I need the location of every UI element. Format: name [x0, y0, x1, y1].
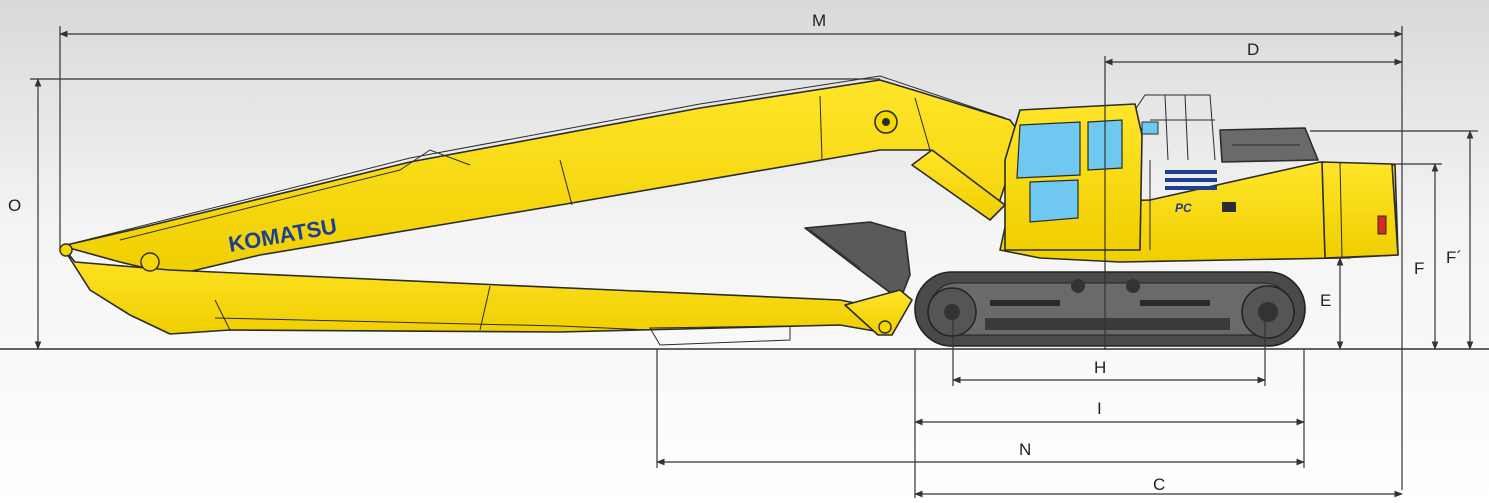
cab-window-front — [1016, 121, 1081, 179]
label-E: E — [1320, 291, 1331, 310]
label-N: N — [1019, 440, 1031, 459]
label-M: M — [812, 11, 826, 30]
label-I: I — [1097, 399, 1102, 418]
label-C: C — [1153, 475, 1165, 494]
label-H: H — [1094, 358, 1106, 377]
excavator-illustration: KOMATSU — [59, 75, 1399, 347]
bucket — [804, 221, 911, 301]
handrail — [1134, 94, 1216, 161]
dimension-labels: M D O F´ F E H I N C — [8, 11, 1462, 494]
arm-cylinder — [649, 325, 791, 346]
cab-badge: PC — [1175, 201, 1192, 215]
label-F-prime: F´ — [1446, 248, 1462, 267]
label-D: D — [1247, 40, 1259, 59]
dimension-lines — [30, 26, 1478, 498]
cab-window-lower — [1029, 179, 1079, 223]
label-O: O — [8, 196, 21, 215]
counterweight — [1321, 161, 1399, 259]
brand-stripes — [1165, 170, 1217, 190]
label-F: F — [1414, 259, 1424, 278]
tail-light — [1377, 215, 1387, 235]
arm — [61, 245, 891, 335]
